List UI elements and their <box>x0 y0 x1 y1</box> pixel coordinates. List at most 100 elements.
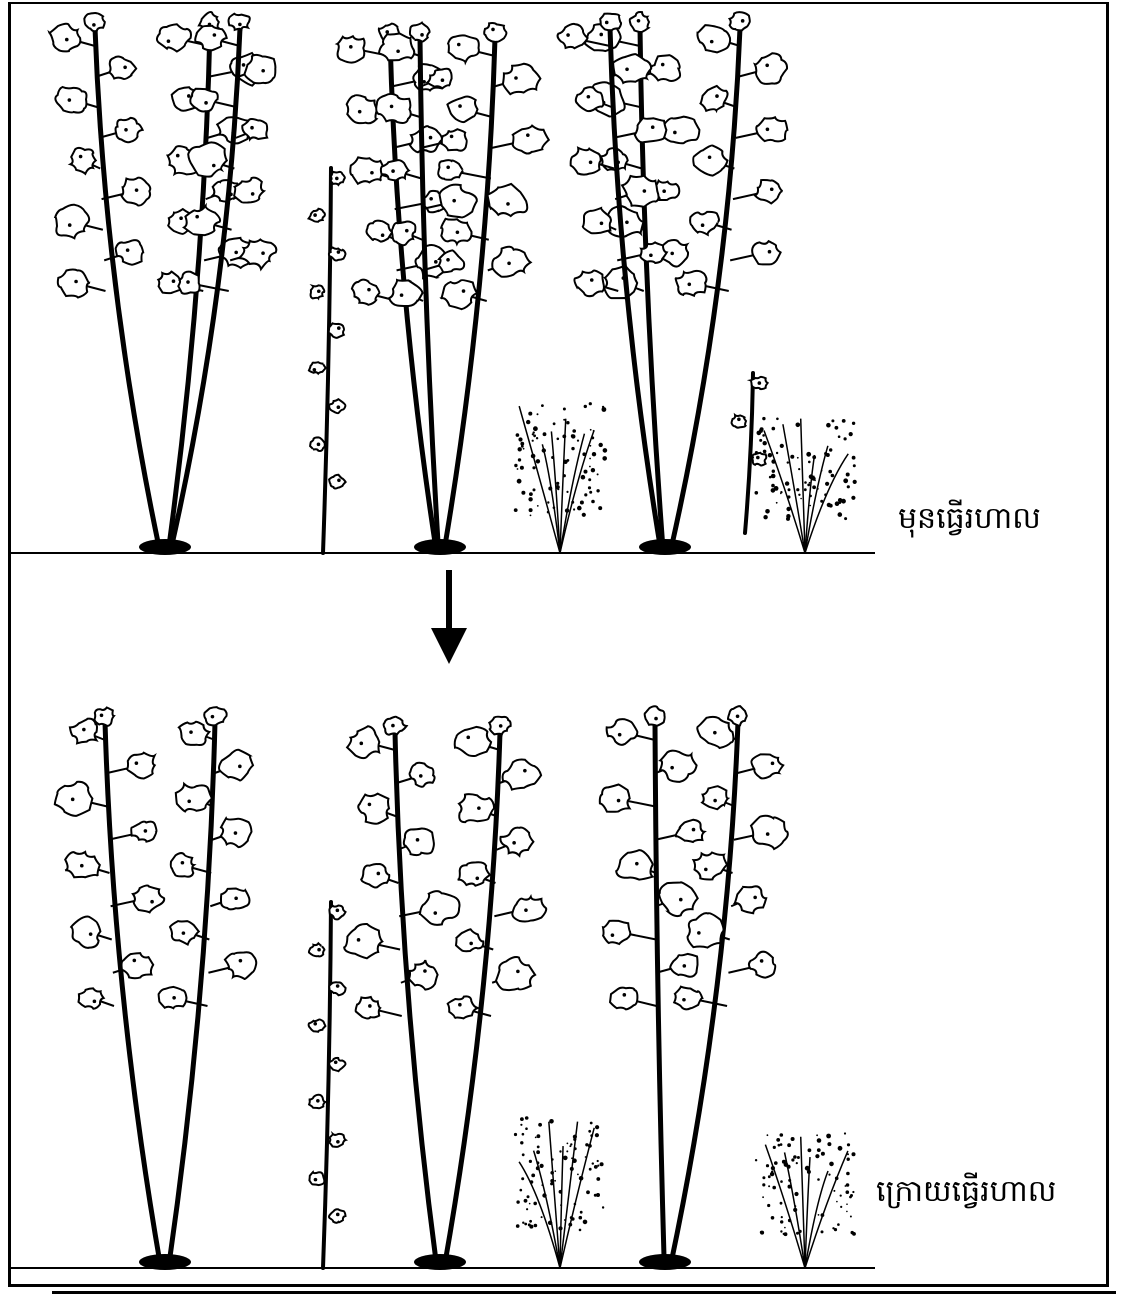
shrub-foliage <box>833 1190 835 1192</box>
shrub-foliage <box>573 1135 577 1139</box>
shrub-foliage <box>572 1158 577 1163</box>
shrub-foliage <box>557 488 559 490</box>
shrub-foliage <box>543 432 547 436</box>
shrub-foliage <box>831 474 835 478</box>
shrub-foliage <box>828 470 832 474</box>
stem <box>655 722 664 1264</box>
leaf <box>219 750 253 781</box>
leaf-spot <box>670 766 674 770</box>
leaf <box>645 706 665 726</box>
leaf <box>350 157 385 183</box>
shrub-twig <box>764 431 805 553</box>
leaf <box>456 929 483 951</box>
leaf <box>133 885 164 912</box>
leaf-spot <box>82 728 86 732</box>
shrub-foliage <box>755 1159 757 1161</box>
leaf <box>574 270 604 296</box>
leaf <box>116 118 143 142</box>
leaf-spot <box>213 33 217 37</box>
shrub-foliage <box>773 1146 776 1149</box>
leaf <box>752 241 780 264</box>
shrub-foliage <box>786 517 790 521</box>
leaf-spot <box>708 155 712 159</box>
shrub-foliage <box>529 508 533 512</box>
shrub-foliage <box>591 436 594 439</box>
leaf-spot <box>337 479 341 483</box>
shrub-foliage <box>589 458 591 460</box>
shrub-foliage <box>590 445 592 447</box>
shrub-foliage <box>590 1134 593 1137</box>
shrub-foliage <box>810 505 812 507</box>
shrub-foliage <box>829 448 832 451</box>
shrub-foliage <box>540 1164 544 1168</box>
leaf-spot <box>682 998 686 1002</box>
leaf-spot <box>179 216 183 220</box>
shrub-foliage <box>567 1143 569 1145</box>
leaf-spot <box>238 765 242 769</box>
leaf-spot <box>590 278 594 282</box>
leaf <box>607 206 644 237</box>
shrub-foliage <box>589 1168 592 1171</box>
leaf <box>176 784 212 812</box>
shrub-foliage <box>589 466 591 468</box>
shrub-foliage <box>826 1134 831 1139</box>
shrub-foliage <box>796 488 799 491</box>
shrub-foliage <box>852 456 856 460</box>
leaf-spot <box>679 898 683 902</box>
shrub-foliage <box>573 508 575 510</box>
shrub-foliage <box>776 452 778 454</box>
down-arrow-icon <box>431 570 467 664</box>
leaf-spot <box>181 861 185 865</box>
shrub-foliage <box>836 1201 838 1203</box>
leaf-spot <box>692 828 696 832</box>
shrub-foliage <box>590 429 592 431</box>
leaf-spot <box>635 862 639 866</box>
shrub-foliage <box>516 1200 519 1203</box>
leaf <box>448 35 479 62</box>
leaf <box>184 206 220 235</box>
shrub-foliage <box>591 500 595 504</box>
leaf-spot <box>499 724 503 728</box>
leaf-spot <box>65 38 69 42</box>
leaf <box>367 221 393 242</box>
leaf <box>171 853 194 877</box>
shrub-foliage <box>581 475 586 480</box>
shrub-foliage <box>844 517 847 520</box>
shrub-foliage <box>592 1162 594 1164</box>
shrub-foliage <box>571 501 574 504</box>
leaf-spot <box>313 1022 317 1026</box>
shrub-foliage <box>780 444 784 448</box>
leaf-spot <box>336 909 340 913</box>
shrub-foliage <box>774 1161 778 1165</box>
shrub-foliage <box>763 450 767 454</box>
shrub-foliage <box>583 1220 588 1225</box>
leaf <box>410 23 430 42</box>
leaf-spot <box>135 761 139 765</box>
leaf-spot <box>135 188 139 192</box>
shrub-foliage <box>768 1175 771 1178</box>
shrub-foliage <box>762 417 765 420</box>
shrub-foliage <box>514 464 517 467</box>
shrub-foliage <box>772 427 776 431</box>
shrub-foliage <box>553 422 556 425</box>
shrub-foliage <box>571 1217 574 1220</box>
leaf-spot <box>80 864 84 868</box>
shrub-foliage <box>767 1134 769 1136</box>
leaf <box>447 96 477 122</box>
leaf-spot <box>753 896 757 900</box>
leaf-spot <box>335 177 339 181</box>
shrub-foliage <box>520 1189 523 1192</box>
leaf <box>503 64 541 94</box>
shrub-foliage <box>562 435 566 439</box>
leaf-spot <box>605 21 609 25</box>
shrub-foliage <box>520 442 524 446</box>
leaf <box>571 148 601 175</box>
leaf <box>329 1058 345 1071</box>
shrub-foliage <box>548 1221 552 1225</box>
shrub-foliage <box>530 1180 534 1184</box>
leaf-spot <box>506 202 510 206</box>
leaf-spot <box>172 279 176 283</box>
shrub-foliage <box>529 1220 532 1223</box>
leaf-spot <box>683 964 687 968</box>
